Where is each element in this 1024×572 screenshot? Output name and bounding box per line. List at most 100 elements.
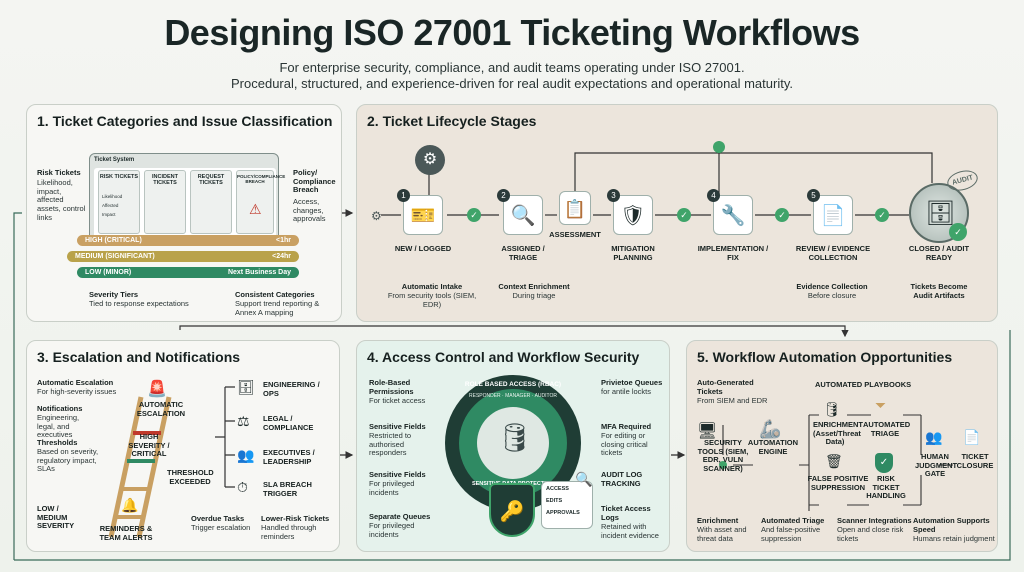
sla-breach-trigger: SLA BREACH TRIGGER	[263, 480, 312, 498]
database-icon: 🛢	[823, 401, 841, 417]
check-icon: ✓	[677, 208, 691, 222]
note-evidence-desc: Before closure	[807, 291, 857, 300]
severity-medium-bar: MEDIUM (SIGNIFICANT)<24hr	[67, 251, 299, 262]
enrichment-label: ENRICHMENT (Asset/Threat Data)	[813, 420, 863, 447]
bottom-triage-desc: And false-positive suppression	[761, 525, 821, 543]
note-enrichment-desc: During triage	[512, 291, 556, 300]
check-icon: ✓	[775, 208, 789, 222]
stage-assessment-icon: 📋	[559, 191, 591, 225]
ring-outer-label: ROLE BASED ACCESS (RBAC)	[464, 381, 562, 388]
timer-icon: ⏱	[237, 479, 248, 495]
panel-4-title: 4. Access Control and Workflow Security	[367, 349, 640, 365]
panel-1-title: 1. Ticket Categories and Issue Classific…	[37, 113, 333, 129]
ticket-system-window: Ticket System RISK TICKETS Likelihood Af…	[89, 153, 285, 241]
auto-escalation-desc: For high-severity issues	[37, 387, 117, 396]
policy-title: Policy/ Compliance Breach	[293, 168, 336, 195]
notifications-desc: Engineering, legal, and executives	[37, 413, 80, 440]
rbac-title: Role-Based Permissions	[369, 378, 414, 396]
check-icon: ✓	[467, 208, 481, 222]
severity-high-bar: HIGH (CRITICAL)<1hr	[77, 235, 299, 246]
panel-lifecycle: 2. Ticket Lifecycle Stages ⚙ ⚙ 🎫 🔍 📋 🛡 🔧…	[356, 104, 998, 322]
low-medium-label: LOW / MEDIUM SEVERITY	[37, 504, 75, 531]
subtitle-line-1: For enterprise security, compliance, and…	[279, 60, 745, 75]
panel-5-title: 5. Workflow Automation Opportunities	[697, 349, 953, 365]
risk-tickets-desc: Likelihood, impact, affected assets, con…	[37, 178, 86, 222]
reminders-label: REMINDERS & TEAM ALERTS	[99, 524, 153, 542]
warning-icon: ⚠	[249, 201, 262, 217]
access-logs-title: Ticket Access Logs	[601, 504, 651, 522]
alarm-light-icon: 🚨	[147, 381, 167, 398]
lifecycle-loop-lines	[428, 141, 933, 215]
stage-triage-label: ASSIGNED / TRIAGE	[501, 244, 545, 262]
bottom-speed-title: Automation Supports Speed	[913, 516, 990, 534]
severity-tiers-title: Severity Tiers	[89, 290, 139, 299]
stage-closed-label: CLOSED / AUDIT READY	[908, 244, 970, 262]
separate-queues-desc: For privileged incidents	[369, 521, 415, 539]
risk-tickets-title: Risk Tickets	[37, 168, 81, 177]
ladder-high-severity: HIGH SEVERITY / CRITICAL	[128, 432, 170, 459]
org-chart-icon: 👥	[925, 429, 943, 445]
key-shield-icon: 🔑	[489, 483, 535, 537]
stage-2-number: 2	[497, 189, 510, 202]
auto-generated-desc: From SIEM and EDR	[697, 396, 768, 405]
page-title: Designing ISO 27001 Ticketing Workflows	[164, 12, 860, 53]
lower-risk-desc: Handled through reminders	[261, 523, 317, 541]
thresholds-desc: Based on severity, regulatory impact, SL…	[37, 447, 99, 474]
false-positive-label: FALSE POSITIVE SUPPRESSION	[807, 474, 869, 492]
shield-check-icon: ✓	[875, 453, 893, 473]
private-queues-title: Privietoe Queues	[601, 378, 663, 387]
ring-roles-label: RESPONDER · MANAGER · AUDITOR	[469, 393, 557, 399]
audit-log-title: AUDIT LOG TRACKING	[601, 470, 643, 488]
ladder-threshold: THRESHOLD EXCEEDED	[167, 468, 214, 486]
consistent-categories-title: Consistent Categories	[235, 290, 315, 299]
playbooks-label: AUTOMATED PLAYBOOKS	[815, 380, 912, 389]
ticket-system-title: Ticket System	[94, 157, 135, 163]
mfa-title: MFA Required	[601, 422, 652, 431]
stage-new-label: NEW / LOGGED	[394, 244, 452, 253]
sensitive-fields-desc: Restricted to authorised responders	[369, 431, 412, 458]
stage-closed-icon: 🗄 ✓	[909, 183, 969, 243]
sensitive-fields-2-title: Sensitive Fields	[369, 470, 426, 479]
panel-access-control: 4. Access Control and Workflow Security …	[356, 340, 670, 552]
overdue-desc: Trigger escalation	[191, 523, 251, 532]
lower-risk-title: Lower-Risk Tickets	[261, 514, 330, 523]
rbac-desc: For ticket access	[369, 396, 426, 405]
panel-3-title: 3. Escalation and Notifications	[37, 349, 241, 365]
severity-low-bar: LOW (MINOR)Next Business Day	[77, 267, 299, 278]
escalation-ladder	[108, 396, 172, 538]
stage-4-number: 4	[707, 189, 720, 202]
policy-desc: Access, changes, approvals	[293, 197, 326, 224]
database-core: 🛢	[477, 407, 549, 479]
subtitle-line-2: Procedural, structured, and experience-d…	[231, 76, 793, 91]
automation-engine-label: AUTOMATION ENGINE	[747, 438, 799, 456]
audit-log-card: ACCESS EDITS APPROVALS	[541, 481, 593, 529]
sensitive-fields-title: Sensitive Fields	[369, 422, 426, 431]
bottom-scanner-desc: Open and close risk tickets	[837, 525, 904, 543]
stage-assessment-label: ASSESSMENT	[549, 230, 601, 239]
note-artifacts-desc: Audit Artifacts	[913, 291, 965, 300]
ticket-closure-label: TICKET CLOSURE	[956, 452, 994, 470]
security-tools-label: SECURITY TOOLS (SIEM, EDR, VULN SCANNER)	[697, 438, 749, 473]
panel-2-title: 2. Ticket Lifecycle Stages	[367, 113, 537, 129]
stage-5-number: 5	[807, 189, 820, 202]
escalation-branches	[215, 386, 235, 488]
sensitive-fields-2-desc: For privileged incidents	[369, 479, 415, 497]
auto-generated-title: Auto-Generated Tickets	[697, 378, 754, 396]
executives-icon: 👥	[237, 447, 255, 463]
note-intake-title: Automatic Intake	[401, 282, 463, 291]
note-evidence-title: Evidence Collection	[796, 282, 868, 291]
automated-triage-label: AUTOMATED TRIAGE	[863, 420, 911, 438]
ladder-auto-escalation: AUTOMATIC ESCALATION	[136, 400, 186, 418]
robot-arm-icon: 🦾	[759, 419, 782, 439]
bottom-speed-desc: Humans retain judgment	[913, 534, 995, 543]
separate-queues-title: Separate Queues	[369, 512, 431, 521]
team-executives: EXECUTIVES / LEADERSHIP	[263, 448, 315, 466]
col-policy: POLICY/COMPLIANCE BREACH ⚠	[236, 170, 285, 234]
note-intake-desc: From security tools (SIEM, EDR)	[387, 291, 477, 309]
auto-escalation-title: Automatic Escalation	[37, 378, 114, 387]
col-risk: RISK TICKETS Likelihood Affected Impact	[98, 170, 140, 234]
risk-ticket-handling-label: RISK TICKET HANDLING	[866, 474, 906, 501]
bottom-triage-title: Automated Triage	[761, 516, 825, 525]
security-tools-icon: 🖥	[697, 423, 718, 440]
